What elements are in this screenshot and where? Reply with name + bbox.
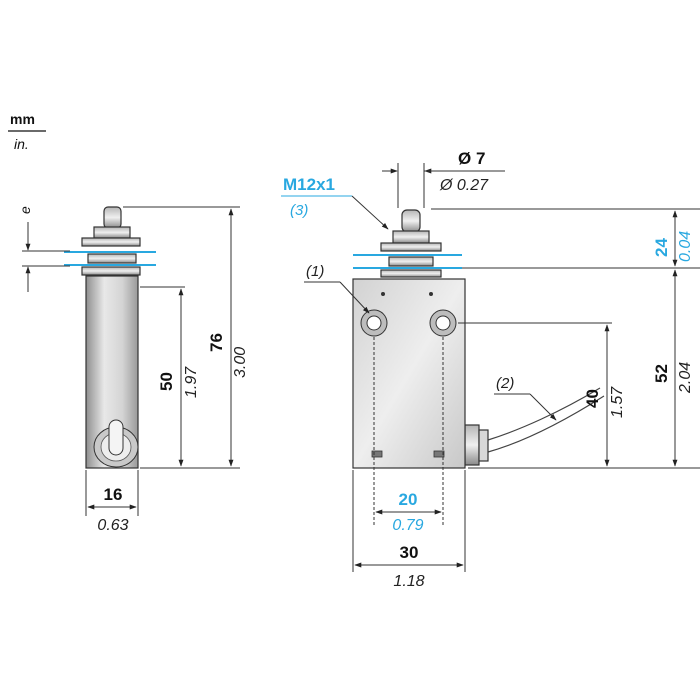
e-label: e [17,206,33,214]
washer-front [380,242,442,252]
gland-nut-front [464,424,480,466]
travel-in: 0.04 [677,231,694,262]
nut-bottom-front [380,269,442,278]
callout-1: (1) [306,263,324,280]
units-legend: mm in. [8,111,46,152]
hole-spacing-in: 0.79 [392,517,423,534]
travel-mm: 24 [652,238,671,257]
height-body-side-in: 1.97 [183,366,200,398]
side-view: e 76 3.00 50 1.97 16 0.63 [17,206,249,534]
width-side-in: 0.63 [97,517,128,534]
front-view: Ø 7 Ø 0.27 M12x1 (3) (1) (2) 24 0.04 52 … [281,149,700,590]
callout-2: (2) [496,375,514,392]
height-front-in: 2.04 [677,362,694,394]
nut-bottom-side [81,266,141,276]
height-total-mm: 76 [207,333,226,352]
switch-body-front [352,278,466,469]
washer-side [81,237,141,247]
hole-height-in: 1.57 [609,386,626,418]
thread-label: M12x1 [283,175,335,194]
width-side-mm: 16 [104,485,123,504]
gland-cap-front [478,429,489,462]
cable-lower [487,395,605,453]
hole-spacing-mm: 20 [399,490,418,509]
thread-side [87,253,137,264]
mounting-hole-left [360,309,388,337]
mounting-hole-right [429,309,457,337]
unit-mm-label: mm [10,111,35,127]
plunger-dia-mm: Ø 7 [458,149,485,168]
callout-3: (3) [290,202,308,219]
nut-top-front [392,230,430,244]
plunger-dia-in: Ø 0.27 [439,177,489,194]
hole-height-mm: 40 [583,389,602,408]
unit-in-label: in. [14,136,29,152]
cable-stub-side [108,419,124,456]
height-total-in: 3.00 [232,347,249,378]
thread-front [388,256,434,267]
cable-upper [487,387,601,441]
plunger-head-side [103,206,122,229]
height-body-side-mm: 50 [157,372,176,391]
plunger-head-front [401,209,421,233]
nut-top-side [93,226,131,239]
height-front-mm: 52 [652,364,671,383]
width-front-in: 1.18 [393,573,424,590]
width-front-mm: 30 [400,543,419,562]
